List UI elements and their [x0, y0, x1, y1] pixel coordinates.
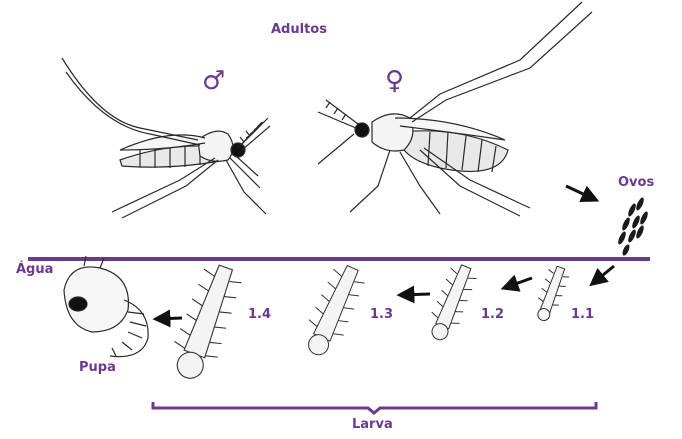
female-symbol: ♀ — [385, 66, 405, 96]
stage-1-3-label: 1.3 — [370, 307, 394, 322]
adults-label: Adultos — [271, 22, 327, 37]
pupa-label: Pupa — [79, 360, 116, 375]
stage-1-4-label: 1.4 — [248, 307, 272, 322]
female-mosquito-illustration — [317, 1, 593, 217]
eggs-cluster — [618, 197, 648, 256]
water-label: Água — [16, 262, 54, 277]
larva-stage-1-2 — [431, 264, 477, 341]
male-symbol: ♂ — [202, 66, 226, 96]
larva-stage-1-3 — [308, 264, 365, 356]
arrow-1-4-to-pupa — [152, 309, 183, 328]
cycle-arrows — [152, 184, 615, 328]
arrow-eggs-to-larva — [589, 264, 615, 287]
stage-1-1-label: 1.1 — [571, 307, 595, 322]
arrow-1-2-to-1-3 — [396, 285, 431, 304]
larva-label: Larva — [352, 417, 393, 432]
larva-stage-1-1 — [537, 265, 570, 322]
eggs-label: Ovos — [618, 175, 655, 190]
stage-1-2-label: 1.2 — [481, 307, 505, 322]
larva-bracket — [151, 402, 598, 415]
larva-stage-1-4 — [174, 264, 242, 379]
pupa-illustration — [63, 255, 149, 358]
male-mosquito-illustration — [61, 57, 271, 219]
arrow-adults-to-eggs — [565, 184, 600, 203]
arrow-1-1-to-1-2 — [500, 274, 533, 292]
